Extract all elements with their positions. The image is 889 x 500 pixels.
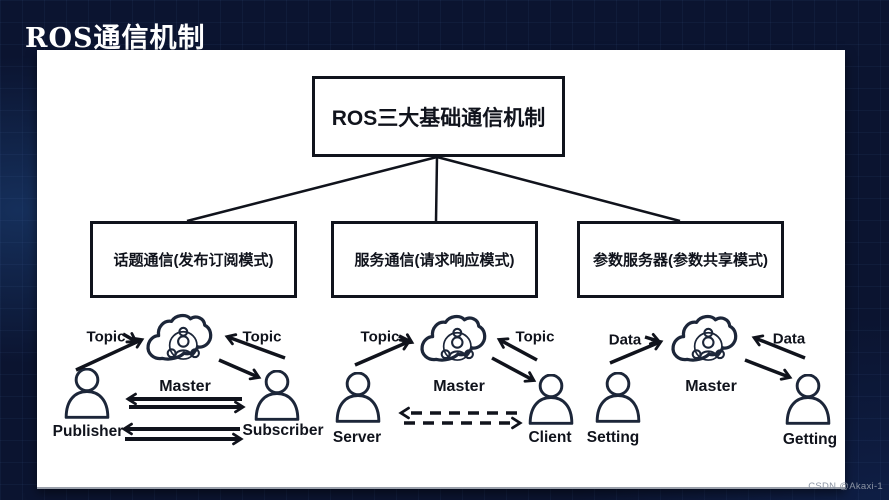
server-person-icon [335,372,381,423]
server-label: Server [332,429,382,446]
page-title: ROS通信机制 [25,23,206,54]
getting-person-icon [785,374,831,425]
getting-label: Getting [782,431,838,448]
subscriber-label: Subscriber [242,422,324,439]
parameter-group-graphics [595,314,831,425]
branch-box-service: 服务通信(请求响应模式) [331,221,538,298]
master-cloud-icon [420,314,487,362]
client-label: Client [528,429,572,446]
subscriber-person-icon [254,370,300,421]
setting-person-icon [595,372,641,423]
service-group-graphics [335,314,574,430]
topic-group-graphics [64,313,300,446]
data-right-label: Data [772,330,806,348]
topic-left-label: Topic [360,328,400,346]
diagram-canvas [64,155,831,446]
data-left-label: Data [608,331,642,349]
tree-connector-lines [186,155,681,223]
branch-box-topic: 话题通信(发布订阅模式) [90,221,297,298]
setting-label: Setting [586,429,640,446]
watermark: CSDN @Akaxi-1 [808,481,883,492]
master-label: Master [433,378,485,395]
branch-box-parameter: 参数服务器(参数共享模式) [577,221,784,298]
master-label: Master [159,378,211,395]
topic-left-label: Topic [86,328,126,346]
master-cloud-icon [146,313,213,361]
topic-right-label: Topic [242,328,282,346]
publisher-person-icon [64,368,110,419]
topic-right-label: Topic [515,328,555,346]
root-box: ROS三大基础通信机制 [312,76,565,157]
master-cloud-icon [671,314,738,362]
client-person-icon [528,374,574,425]
diagram-panel: ROS三大基础通信机制 话题通信(发布订阅模式) 服务通信(请求响应模式) 参数… [37,50,845,487]
master-label: Master [685,378,737,395]
publisher-label: Publisher [52,423,124,440]
